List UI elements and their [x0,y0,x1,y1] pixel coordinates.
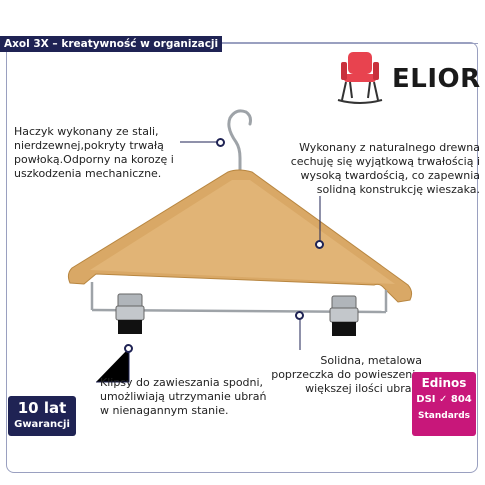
edinos-brand: Edinos [421,376,467,390]
hanger-hook [227,109,252,180]
edinos-dsi: DSI ✓ 804 [416,394,472,405]
left-clip [115,293,145,334]
clips-description: Klipsy do zawieszania spodni, umożliwiaj… [100,376,267,417]
header-divider [222,43,478,44]
hook-description: Haczyk wykonany ze stali, nierdzewnej,po… [14,125,174,180]
clips-leader [96,348,130,383]
warranty-years: 10 lat [17,399,67,417]
clips-marker [124,344,133,353]
hook-marker [216,138,225,147]
right-clip [329,295,359,336]
wood-marker [315,240,324,249]
page-title: Axol 3X – kreatywność w organizacji [0,36,222,52]
edinos-badge: Edinos DSI ✓ 804 Standards [412,372,476,436]
warranty-label: Gwarancji [14,419,70,430]
logo-text: ELIOR [392,64,481,94]
armchair-icon [337,52,383,104]
content-frame [6,42,478,473]
bar-description: Solidna, metalowa poprzeczka do powiesze… [271,354,422,395]
wood-description: Wykonany z naturalnego drewna cechuję si… [290,141,480,196]
bar-marker [295,311,304,320]
check-icon: ✓ [438,394,448,405]
edinos-standards: Standards [417,411,471,421]
warranty-badge: 10 lat Gwarancji [8,396,76,436]
